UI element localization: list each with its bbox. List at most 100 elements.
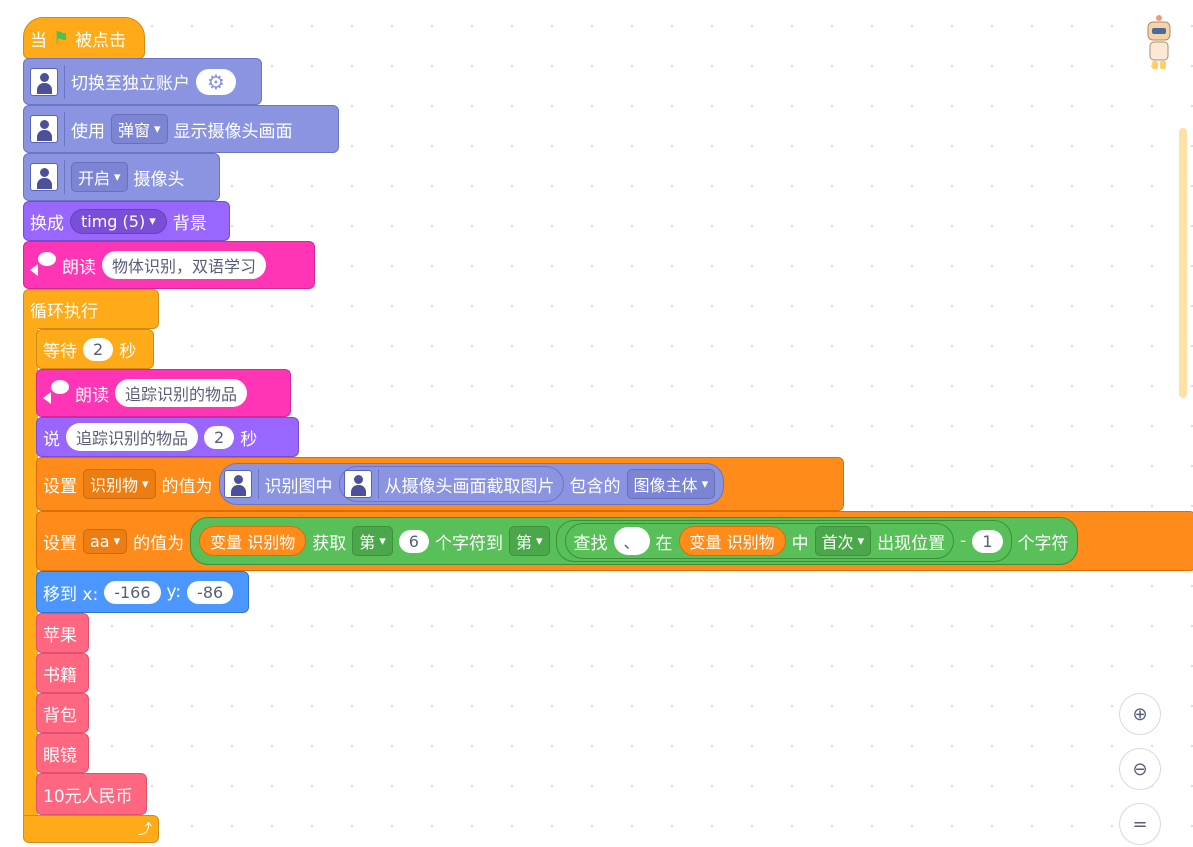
say-for-seconds-block[interactable]: 说 追踪识别的物品 2 秒 — [36, 417, 299, 457]
zoom-out-icon: ⊖ — [1132, 758, 1148, 780]
say-seconds-input[interactable]: 2 — [204, 425, 235, 449]
variable-reporter[interactable]: 变量 识别物 — [678, 526, 786, 556]
custom-block-label: 书籍 — [43, 665, 77, 686]
wait-seconds-input[interactable]: 2 — [83, 337, 114, 361]
divider — [64, 160, 65, 194]
switch-account-block[interactable]: 切换至独立账户 ⚙ — [23, 58, 262, 105]
forever-block[interactable]: 循环执行 — [23, 289, 159, 329]
custom-block-apple[interactable]: 苹果 — [36, 613, 89, 653]
minus-label: - — [960, 531, 967, 551]
contains-label: 包含的 — [569, 476, 621, 497]
value-to-label: 的值为 — [161, 476, 213, 497]
zoom-reset-button[interactable]: = — [1119, 803, 1161, 845]
camera-label: 摄像头 — [133, 169, 185, 190]
value-to-label: 的值为 — [133, 533, 185, 554]
set-label: 设置 — [43, 476, 77, 497]
forever-arm — [23, 328, 38, 816]
capture-label: 从摄像头画面截取图片 — [384, 476, 555, 497]
custom-block-label: 背包 — [43, 705, 77, 726]
zoom-out-button[interactable]: ⊖ — [1119, 748, 1161, 790]
seconds-label: 秒 — [240, 429, 258, 450]
find-label: 查找 — [573, 533, 608, 554]
when-flag-clicked-block[interactable]: 当 ⚑ 被点击 — [23, 17, 145, 59]
backdrop-label: 背景 — [172, 213, 207, 234]
forever-block-bottom[interactable]: ⤴ — [23, 815, 159, 843]
find-position-reporter[interactable]: 查找 、 在 变量 识别物 中 首次 出现位置 — [564, 523, 955, 559]
clicked-label: 被点击 — [75, 30, 127, 51]
zoom-reset-icon: = — [1132, 813, 1148, 835]
y-input[interactable]: -86 — [187, 580, 234, 604]
face-recognition-icon — [30, 163, 58, 191]
show-camera-label: 显示摄像头画面 — [173, 121, 293, 142]
wait-block[interactable]: 等待 2 秒 — [36, 329, 154, 369]
face-recognition-icon — [343, 470, 372, 498]
switch-to-label: 换成 — [30, 213, 64, 234]
custom-block-label: 眼镜 — [43, 745, 77, 766]
custom-block-book[interactable]: 书籍 — [36, 653, 89, 693]
mascot-robot-icon[interactable] — [1142, 14, 1176, 72]
zoom-in-button[interactable]: ⊕ — [1119, 693, 1161, 735]
speak-text-input[interactable]: 追踪识别的物品 — [115, 379, 248, 407]
when-label: 当 — [30, 30, 47, 51]
capture-reporter[interactable]: 从摄像头画面截取图片 — [338, 466, 564, 502]
zoom-in-icon: ⊕ — [1132, 703, 1148, 725]
speak-text-input[interactable]: 物体识别，双语学习 — [102, 251, 267, 279]
custom-block-backpack[interactable]: 背包 — [36, 693, 89, 733]
set-variable-block[interactable]: 设置 识别物 的值为 识别图中 从摄像头画面截取图片 包含的 图像主体 — [36, 457, 844, 511]
set-variable-block[interactable]: 设置 aa 的值为 变量 识别物 获取 第 6 个字符到 第 查找 、 在 变量… — [36, 511, 1193, 571]
divider — [377, 469, 379, 499]
camera-state-dropdown[interactable]: 开启 — [71, 162, 128, 192]
show-camera-block[interactable]: 使用 弹窗 显示摄像头画面 — [23, 105, 339, 153]
variable-reporter[interactable]: 变量 识别物 — [199, 526, 307, 556]
vertical-scrollbar[interactable] — [1179, 128, 1187, 398]
divider — [257, 469, 259, 499]
green-flag-icon: ⚑ — [53, 27, 70, 49]
nth-dropdown[interactable]: 第 — [352, 526, 393, 556]
chars-label: 个字符 — [1017, 533, 1069, 554]
subtract-input[interactable]: 1 — [972, 529, 1003, 553]
custom-block-label: 10元人民币 — [43, 786, 133, 807]
get-label: 获取 — [312, 533, 347, 554]
loop-arrow-icon: ⤴ — [138, 822, 152, 838]
text-to-speech-block[interactable]: 朗读 追踪识别的物品 — [36, 369, 291, 417]
in-label: 在 — [655, 533, 673, 554]
switch-backdrop-block[interactable]: 换成 timg (5) 背景 — [23, 201, 230, 241]
popup-dropdown[interactable]: 弹窗 — [111, 114, 168, 144]
speaker-bubble-icon — [43, 380, 69, 406]
custom-block-glasses[interactable]: 眼镜 — [36, 733, 89, 773]
x-input[interactable]: -166 — [104, 580, 161, 604]
speak-label: 朗读 — [62, 257, 96, 278]
face-recognition-icon — [30, 67, 58, 96]
substring-reporter[interactable]: 变量 识别物 获取 第 6 个字符到 第 查找 、 在 变量 识别物 中 首次 … — [190, 517, 1078, 565]
say-label: 说 — [43, 429, 60, 450]
position-label: 出现位置 — [877, 533, 946, 554]
camera-toggle-block[interactable]: 开启 摄像头 — [23, 153, 220, 201]
variable-dropdown[interactable]: aa — [83, 528, 128, 554]
go-to-xy-block[interactable]: 移到 x: -166 y: -86 — [36, 571, 249, 613]
recognize-reporter[interactable]: 识别图中 从摄像头画面截取图片 包含的 图像主体 — [218, 463, 725, 505]
index-input[interactable]: 6 — [398, 529, 429, 553]
say-text-input[interactable]: 追踪识别的物品 — [66, 423, 199, 451]
occurrence-dropdown[interactable]: 首次 — [814, 526, 872, 556]
find-text-input[interactable]: 、 — [613, 527, 650, 555]
set-label: 设置 — [43, 533, 77, 554]
arithmetic-reporter[interactable]: 查找 、 在 变量 识别物 中 首次 出现位置 - 1 — [555, 520, 1012, 562]
goto-x-label: 移到 x: — [43, 584, 99, 605]
speak-label: 朗读 — [75, 385, 109, 406]
wait-label: 等待 — [43, 341, 77, 362]
face-recognition-icon — [223, 470, 252, 498]
use-label: 使用 — [71, 121, 105, 142]
nth-dropdown[interactable]: 第 — [508, 526, 550, 556]
subject-dropdown[interactable]: 图像主体 — [626, 469, 716, 499]
recognize-label: 识别图中 — [264, 476, 333, 497]
backdrop-dropdown[interactable]: timg (5) — [70, 208, 167, 234]
text-to-speech-block[interactable]: 朗读 物体识别，双语学习 — [23, 241, 315, 289]
in2-label: 中 — [791, 533, 809, 554]
forever-label: 循环执行 — [30, 301, 98, 322]
seconds-label: 秒 — [119, 341, 137, 362]
goto-y-label: y: — [166, 582, 182, 602]
variable-dropdown[interactable]: 识别物 — [83, 469, 156, 499]
custom-block-10-yuan[interactable]: 10元人民币 — [36, 773, 147, 815]
gear-icon[interactable]: ⚙ — [196, 68, 236, 95]
speaker-bubble-icon — [30, 252, 56, 278]
